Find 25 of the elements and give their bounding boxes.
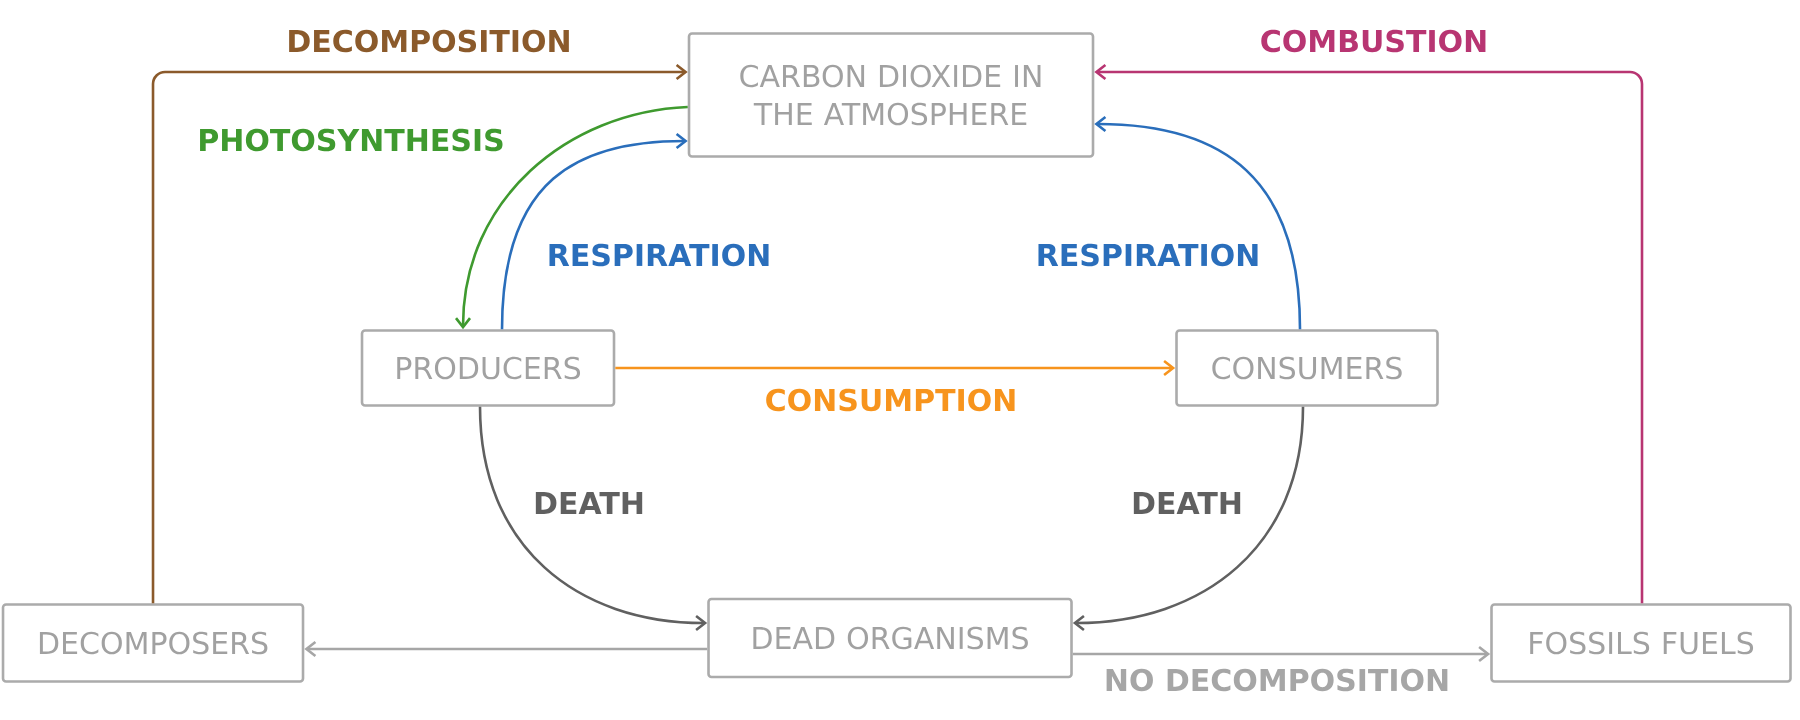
- edge-label: COMBUSTION: [1257, 27, 1491, 55]
- box: DECOMPOSERS: [1, 603, 305, 683]
- arrow: [1094, 115, 1302, 330]
- edge-label: RESPIRATION: [544, 241, 774, 269]
- arrow: [500, 132, 688, 330]
- edge-label: DECOMPOSITION: [284, 27, 574, 55]
- edge-label: CONSUMPTION: [762, 386, 1020, 414]
- arrow: [1072, 645, 1491, 662]
- box: CONSUMERS: [1175, 329, 1439, 407]
- arrow: [304, 640, 708, 658]
- edge-label: DEATH: [1129, 490, 1245, 516]
- arrow: [1094, 63, 1644, 604]
- edge-label: NO DECOMPOSITION: [1101, 666, 1453, 694]
- arrow: [1072, 406, 1305, 632]
- arrow: [615, 359, 1176, 377]
- box: CARBON DIOXIDE IN THE ATMOSPHERE: [687, 32, 1095, 158]
- arrow: [151, 63, 688, 604]
- edge-label: DEATH: [531, 490, 647, 516]
- box: FOSSILS FUELS: [1490, 603, 1792, 683]
- box: DEAD ORGANISMS: [707, 597, 1073, 679]
- arrow: [478, 406, 708, 632]
- arrow: [455, 105, 688, 330]
- edge-label: PHOTOSYNTHESIS: [195, 126, 507, 154]
- edge-label: RESPIRATION: [1033, 241, 1263, 269]
- box: PRODUCERS: [360, 329, 616, 407]
